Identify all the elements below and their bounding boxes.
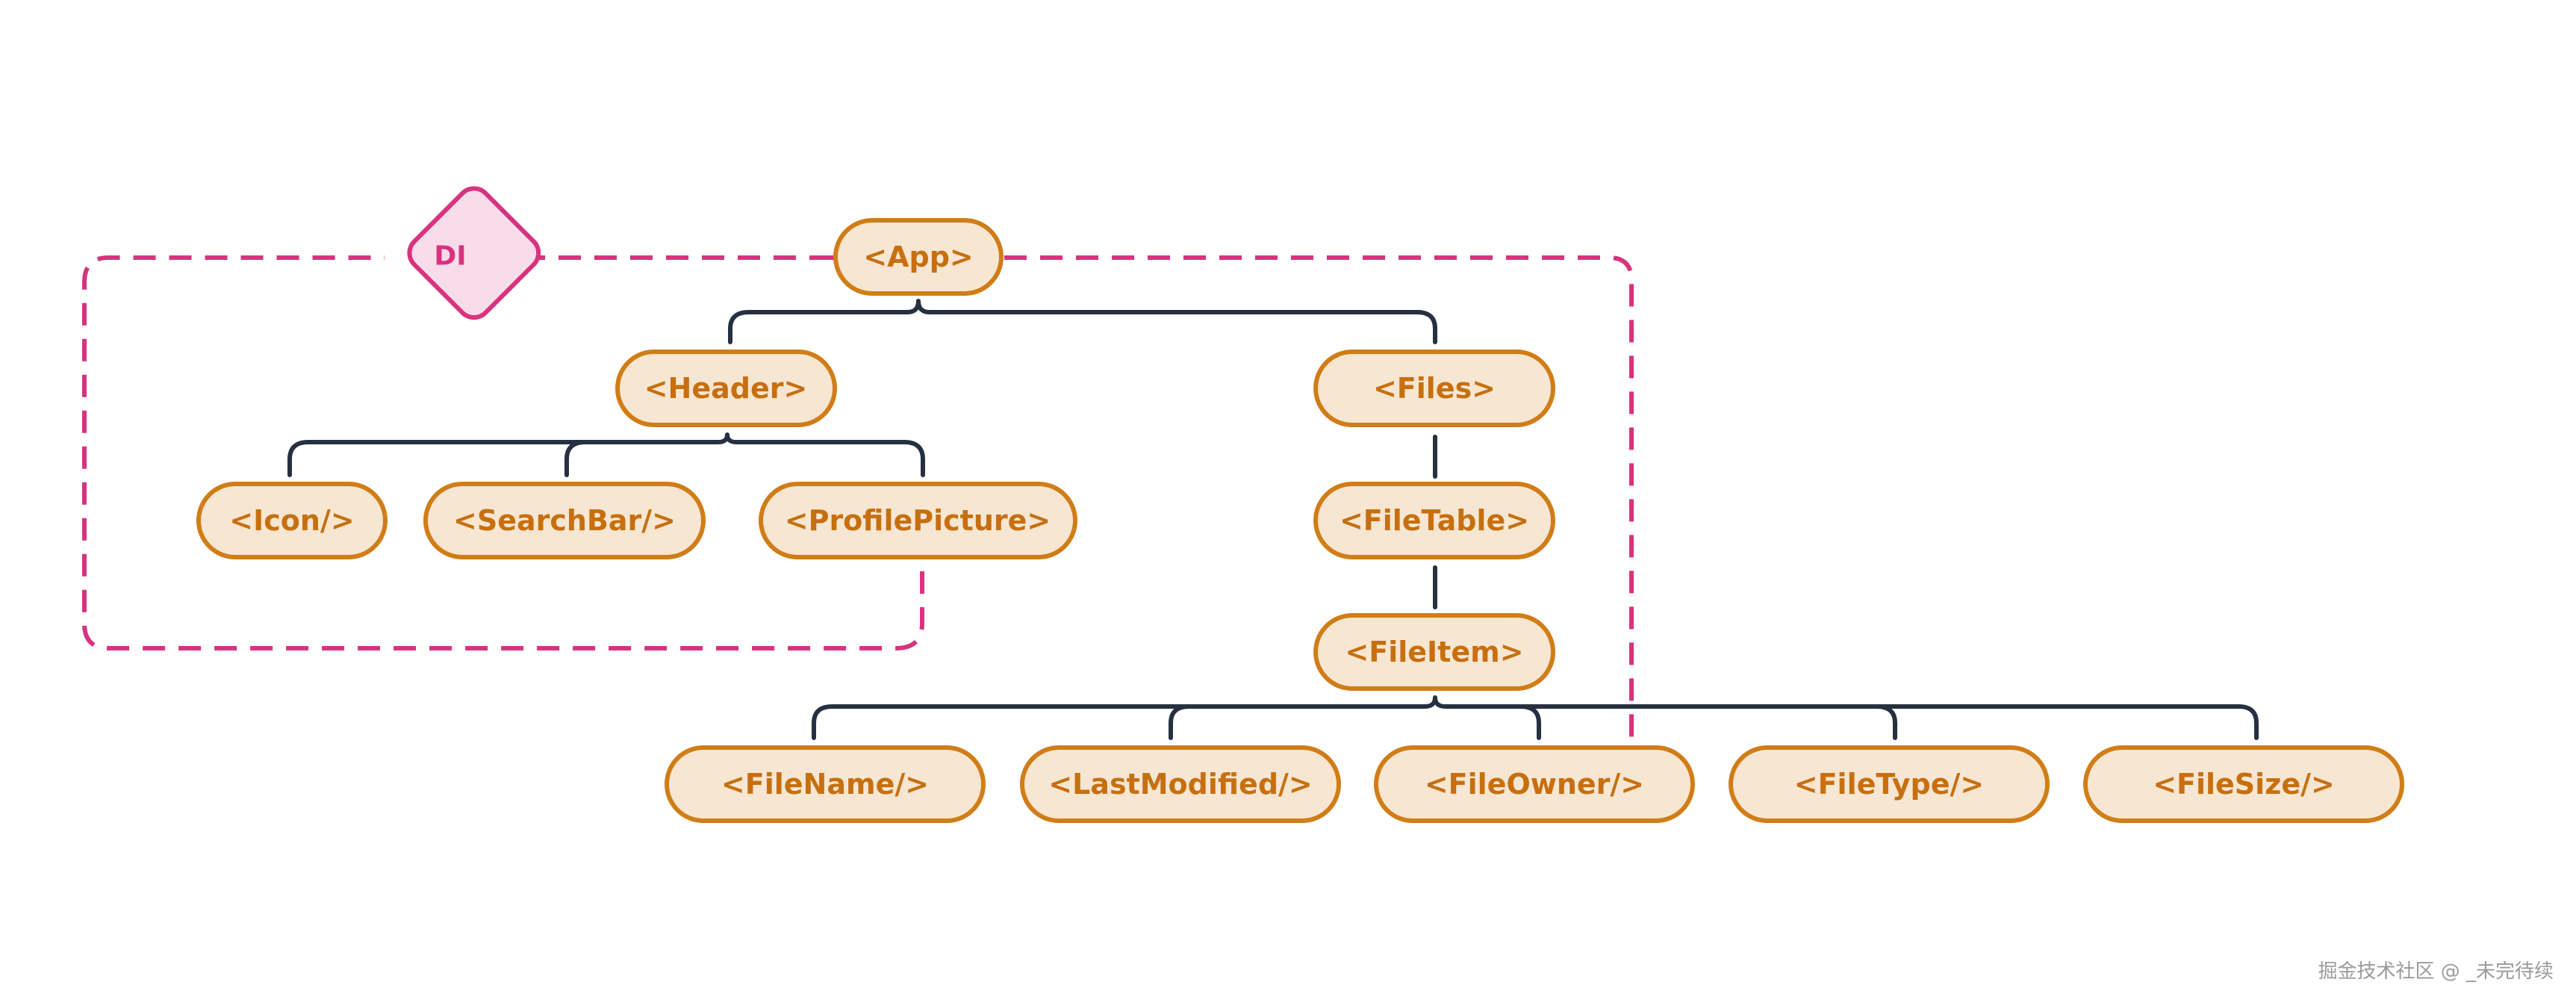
node-header-label: <Header> <box>644 372 808 405</box>
di-label: DI <box>434 241 466 272</box>
node-icon-label: <Icon/> <box>229 504 354 537</box>
node-filesize: <FileSize/> <box>2083 745 2404 823</box>
node-searchbar: <SearchBar/> <box>423 482 706 559</box>
node-lastmodified: <LastModified/> <box>1020 745 1341 823</box>
node-fileowner-label: <FileOwner/> <box>1425 768 1644 801</box>
node-filetype-label: <FileType/> <box>1794 768 1985 801</box>
node-filetable: <FileTable> <box>1313 482 1555 559</box>
di-diamond: DI <box>407 186 541 320</box>
node-profilepicture-label: <ProfilePicture> <box>785 504 1051 537</box>
node-fileowner: <FileOwner/> <box>1374 745 1695 823</box>
edge-header-children <box>287 432 925 477</box>
node-app-label: <App> <box>863 240 974 273</box>
node-lastmodified-label: <LastModified/> <box>1048 768 1313 801</box>
di-boundary <box>82 255 1634 739</box>
node-files: <Files> <box>1313 350 1555 427</box>
node-fileitem-label: <FileItem> <box>1345 636 1523 668</box>
edge-fileitem-children <box>812 695 2259 740</box>
node-header: <Header> <box>615 350 837 427</box>
node-filename-label: <FileName/> <box>721 768 929 801</box>
node-fileitem: <FileItem> <box>1313 613 1555 691</box>
node-profilepicture: <ProfilePicture> <box>759 482 1077 559</box>
node-searchbar-label: <SearchBar/> <box>453 504 676 537</box>
node-filename: <FileName/> <box>665 745 986 823</box>
tree-edges <box>287 299 2259 740</box>
node-filetable-label: <FileTable> <box>1340 504 1529 537</box>
node-app: <App> <box>833 218 1004 296</box>
node-files-label: <Files> <box>1373 372 1496 405</box>
node-icon: <Icon/> <box>196 482 388 559</box>
edge-app-children <box>728 299 1437 344</box>
node-filesize-label: <FileSize/> <box>2153 768 2335 801</box>
node-filetype: <FileType/> <box>1729 745 2050 823</box>
watermark: 掘金技术社区 @ _未完待续 <box>2318 960 2554 983</box>
